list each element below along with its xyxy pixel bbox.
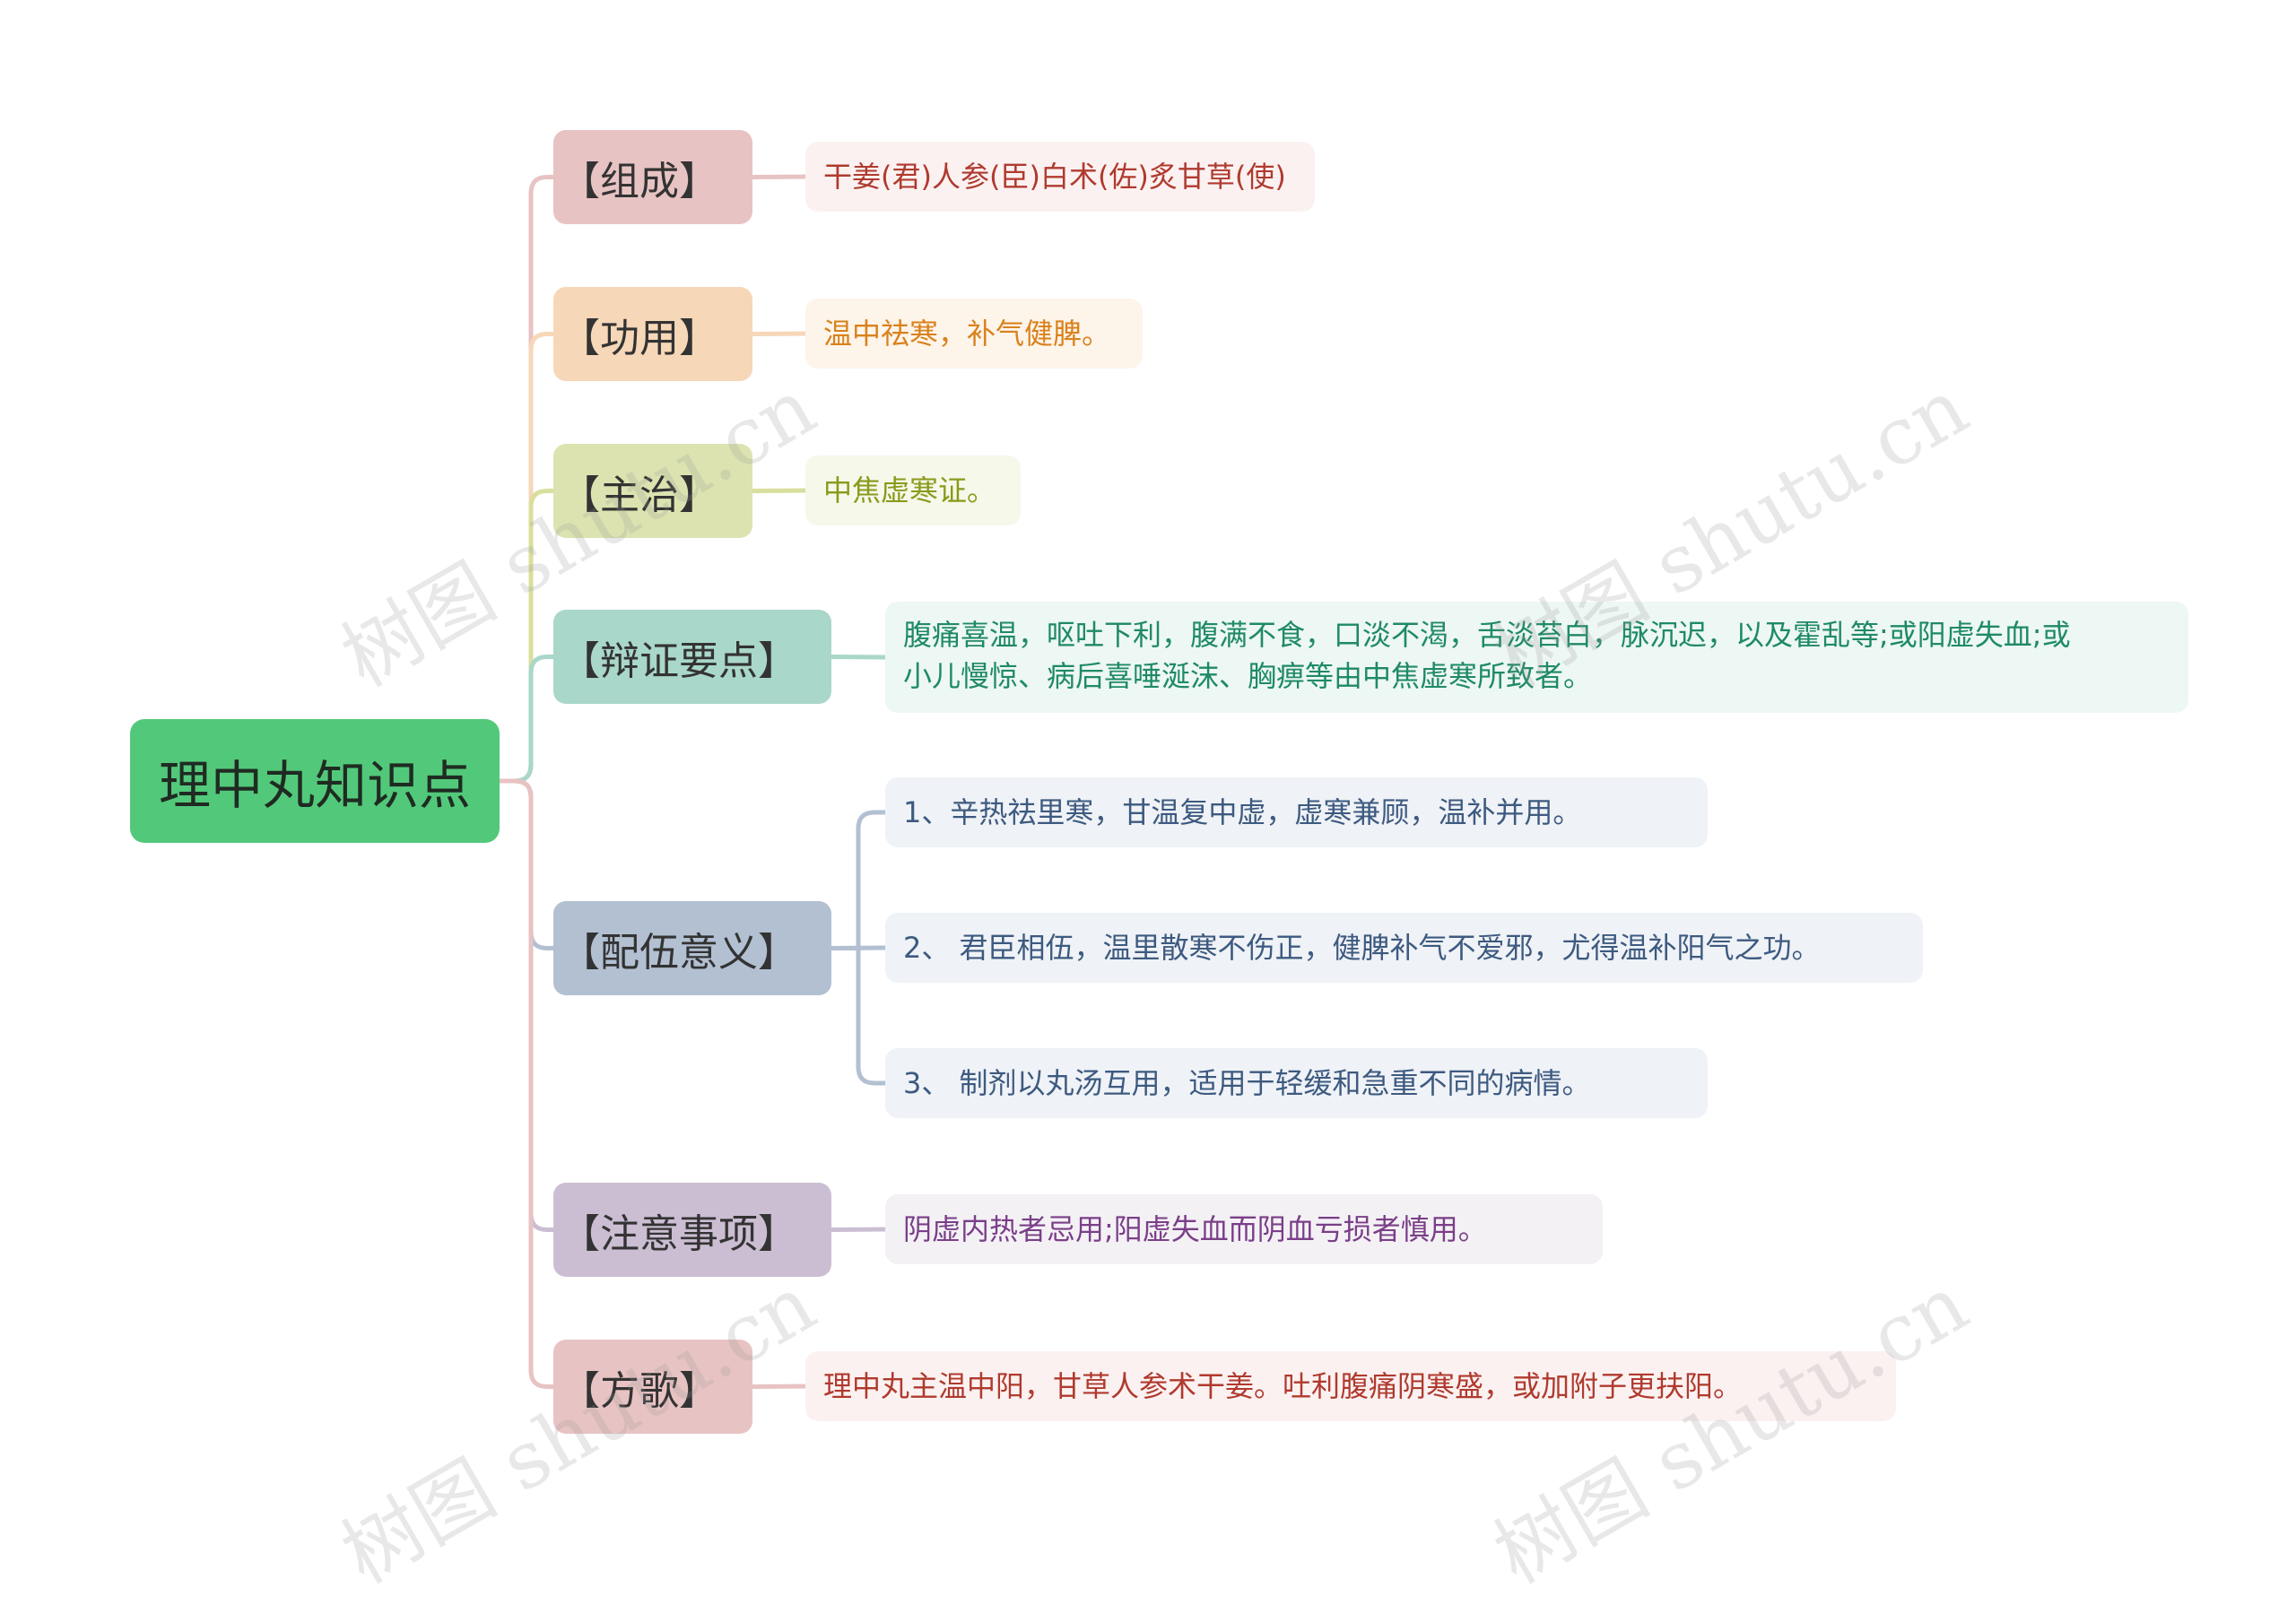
connector-line xyxy=(497,655,556,784)
leaf-text: 中焦虚寒证。 xyxy=(823,473,996,508)
leaf-formula-song[interactable]: 理中丸主温中阳，甘草人参术干姜。吐利腹痛阴寒盛，或加附子更扶阳。 xyxy=(805,1351,1896,1421)
connector-line xyxy=(497,778,556,950)
leaf-function[interactable]: 温中祛寒，补气健脾。 xyxy=(805,299,1143,369)
connector-line xyxy=(497,778,556,1232)
connector-line xyxy=(829,810,888,950)
leaf-text: 阴虚内热者忌用;阳虚失血而阴血亏损者慎用。 xyxy=(903,1212,1487,1246)
root-node[interactable]: 理中丸知识点 xyxy=(130,719,500,843)
leaf-text: 干姜(君)人参(臣)白术(佐)炙甘草(使) xyxy=(823,160,1286,194)
leaf-text: 理中丸主温中阳，甘草人参术干姜。吐利腹痛阴寒盛，或加附子更扶阳。 xyxy=(823,1369,1743,1403)
leaf-precautions[interactable]: 阴虚内热者忌用;阳虚失血而阴血亏损者慎用。 xyxy=(885,1194,1603,1264)
connector-line xyxy=(497,175,556,784)
branch-indication[interactable]: 【主治】 xyxy=(553,444,752,538)
branch-formula-song[interactable]: 【方歌】 xyxy=(553,1340,752,1434)
branch-precautions[interactable]: 【注意事项】 xyxy=(553,1183,831,1277)
branch-label: 【主治】 xyxy=(561,472,718,518)
connector-lines xyxy=(497,174,888,1389)
connector-line xyxy=(750,174,808,179)
leaf-text: 3、 制剂以丸汤互用，适用于轻缓和急重不同的病情。 xyxy=(903,1066,1591,1100)
branch-compatibility[interactable]: 【配伍意义】 xyxy=(553,901,831,995)
branch-label: 【组成】 xyxy=(561,158,718,204)
branch-label: 【注意事项】 xyxy=(561,1210,797,1257)
connector-line xyxy=(750,1384,808,1389)
leaf-text: 温中祛寒，补气健脾。 xyxy=(823,317,1111,351)
leaf-compatibility-2[interactable]: 2、 君臣相伍，温里散寒不伤正，健脾补气不爱邪，尤得温补阳气之功。 xyxy=(885,913,1923,983)
branch-diagnosis-points[interactable]: 【辩证要点】 xyxy=(553,610,831,704)
leaf-text-block: 腹痛喜温，呕吐下利，腹满不食，口淡不渴，舌淡苔白，脉沉迟，以及霍乱等;或阳虚失血… xyxy=(903,614,2071,697)
leaf-text-line-1: 腹痛喜温，呕吐下利，腹满不食，口淡不渴，舌淡苔白，脉沉迟，以及霍乱等;或阳虚失血… xyxy=(903,618,2071,652)
leaf-text: 1、辛热祛里寒，甘温复中虚，虚寒兼顾，温补并用。 xyxy=(903,795,1582,829)
leaf-text-line-2: 小儿慢惊、病后喜唾涎沫、胸痹等由中焦虚寒所致者。 xyxy=(903,659,1593,693)
connector-line xyxy=(497,332,556,784)
branch-label: 【配伍意义】 xyxy=(561,929,797,976)
leaf-text: 2、 君臣相伍，温里散寒不伤正，健脾补气不爱邪，尤得温补阳气之功。 xyxy=(903,931,1821,965)
leaf-composition[interactable]: 干姜(君)人参(臣)白术(佐)炙甘草(使) xyxy=(805,142,1315,212)
connector-line xyxy=(829,655,888,660)
connector-line xyxy=(829,1227,888,1232)
branch-label: 【辩证要点】 xyxy=(561,638,797,684)
connector-line xyxy=(829,946,888,1086)
leaf-indication[interactable]: 中焦虚寒证。 xyxy=(805,455,1021,525)
connector-line xyxy=(497,489,556,784)
branch-composition[interactable]: 【组成】 xyxy=(553,130,752,224)
connector-line xyxy=(497,778,556,1389)
root-label: 理中丸知识点 xyxy=(158,755,471,816)
branch-label: 【方歌】 xyxy=(561,1367,718,1414)
branch-function[interactable]: 【功用】 xyxy=(553,287,752,381)
leaf-compatibility-3[interactable]: 3、 制剂以丸汤互用，适用于轻缓和急重不同的病情。 xyxy=(885,1048,1708,1118)
connector-line xyxy=(750,488,808,493)
leaf-diagnosis-points[interactable]: 腹痛喜温，呕吐下利，腹满不食，口淡不渴，舌淡苔白，脉沉迟，以及霍乱等;或阳虚失血… xyxy=(885,602,2188,713)
branch-label: 【功用】 xyxy=(561,315,718,361)
mind-map-canvas: 理中丸知识点 【组成】 干姜(君)人参(臣)白术(佐)炙甘草(使) 【功用】 温… xyxy=(130,130,2188,1601)
leaf-compatibility-1[interactable]: 1、辛热祛里寒，甘温复中虚，虚寒兼顾，温补并用。 xyxy=(885,777,1708,847)
